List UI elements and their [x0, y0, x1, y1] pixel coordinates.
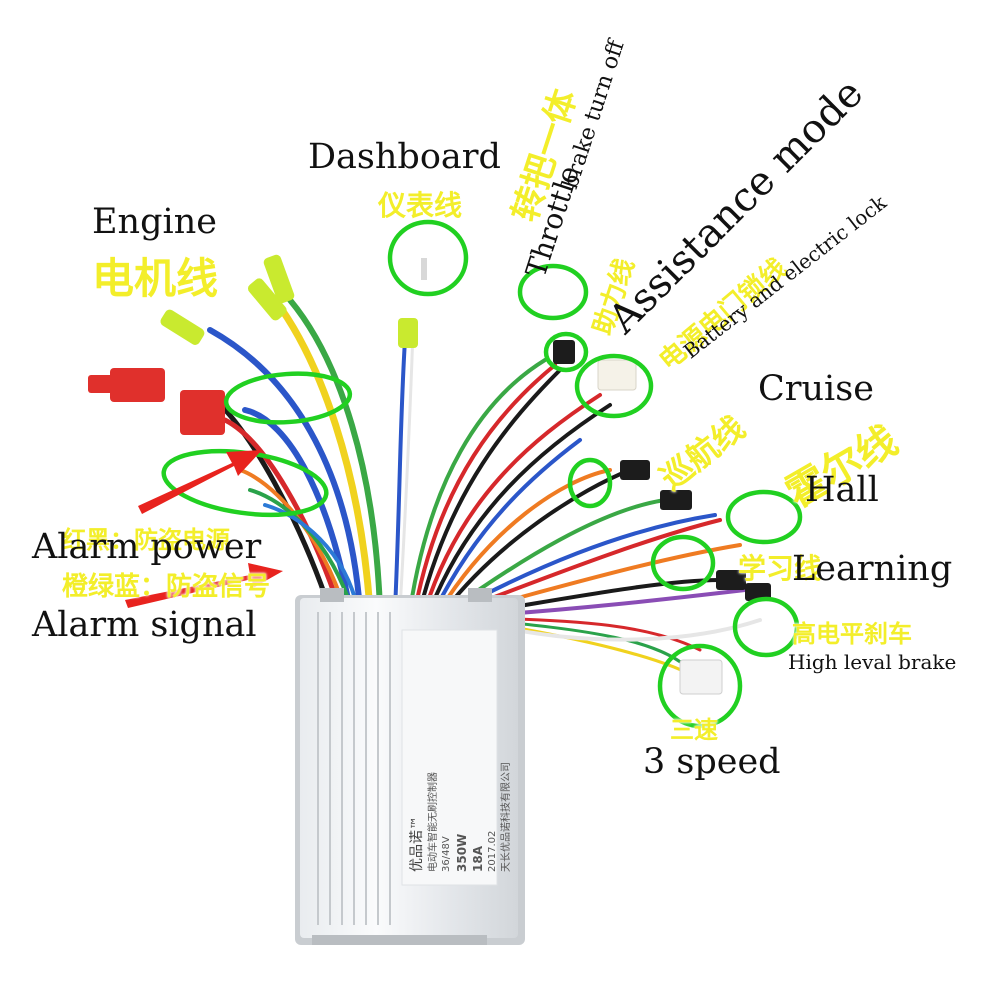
circle-highlight	[517, 263, 589, 321]
connectors	[88, 254, 771, 695]
sticker-line: 36/48V	[441, 836, 453, 872]
dashboard-label: Dashboard	[308, 137, 501, 177]
sticker-line: 2017.02	[487, 830, 499, 872]
sticker-line: 天长优品诺科技有限公司	[500, 762, 512, 872]
black-connector	[553, 340, 575, 364]
high-level-brake-label: High leval brake	[788, 650, 957, 674]
black-connector	[620, 460, 650, 480]
high-level-brake-cn: 高电平刹车	[792, 620, 912, 648]
bullet-connector	[263, 254, 295, 304]
alarm-power-cn: 红黑：防盗电源	[62, 526, 230, 554]
black-connector	[716, 570, 746, 590]
circle-highlight	[650, 534, 716, 592]
engine-label: Engine	[92, 202, 217, 242]
three-speed-label: 3 speed	[643, 742, 781, 782]
circle-highlight	[223, 371, 353, 425]
learning-label: Learning	[792, 549, 953, 589]
black-connector	[660, 490, 692, 510]
sticker-brand: 优品诺™	[409, 816, 425, 872]
hall-label: Hall	[805, 470, 879, 510]
cruise-label: Cruise	[758, 369, 874, 409]
wire-tip	[421, 258, 427, 280]
alarm-signal-cn: 橙绿蓝：防盗信号	[62, 572, 271, 602]
alarm-power-label: Alarm power	[32, 527, 262, 567]
arrows	[125, 450, 283, 608]
controller-box	[295, 588, 525, 945]
sticker-line: 电动车智能无刷控制器	[427, 772, 439, 872]
product-sticker	[401, 629, 498, 886]
bullet-connector	[248, 278, 287, 321]
arrow-icon	[138, 450, 262, 514]
arrow-icon	[125, 563, 283, 608]
black-connector	[745, 583, 771, 601]
circle-highlight	[387, 219, 469, 297]
sticker-line: 18A	[471, 846, 486, 872]
circle-highlight	[574, 353, 654, 419]
highlight-circles	[161, 219, 803, 729]
three-speed-cn: 三速	[670, 716, 718, 744]
sticker-text: 优品诺™ 电动车智能无刷控制器 36/48V 350W 18A 2017.02 …	[408, 622, 513, 872]
motor-line-cn: 电机线	[92, 254, 219, 303]
learning-line-cn: 学习线	[738, 552, 823, 585]
bullet-connector	[398, 318, 418, 348]
bullet-connector	[160, 309, 205, 345]
sticker-line: 350W	[454, 833, 469, 872]
circle-highlight	[567, 457, 613, 509]
red-connector	[180, 390, 225, 435]
alarm-signal-label: Alarm signal	[32, 605, 257, 645]
circle-highlight	[725, 489, 803, 545]
red-connector	[88, 375, 114, 393]
white-connector	[679, 659, 723, 695]
circle-highlight	[657, 643, 743, 729]
white-connector	[597, 359, 637, 391]
circle-highlight	[732, 596, 800, 658]
dashboard-line-cn: 仪表线	[378, 189, 463, 222]
red-connector	[110, 368, 165, 402]
circle-highlight	[543, 331, 589, 373]
